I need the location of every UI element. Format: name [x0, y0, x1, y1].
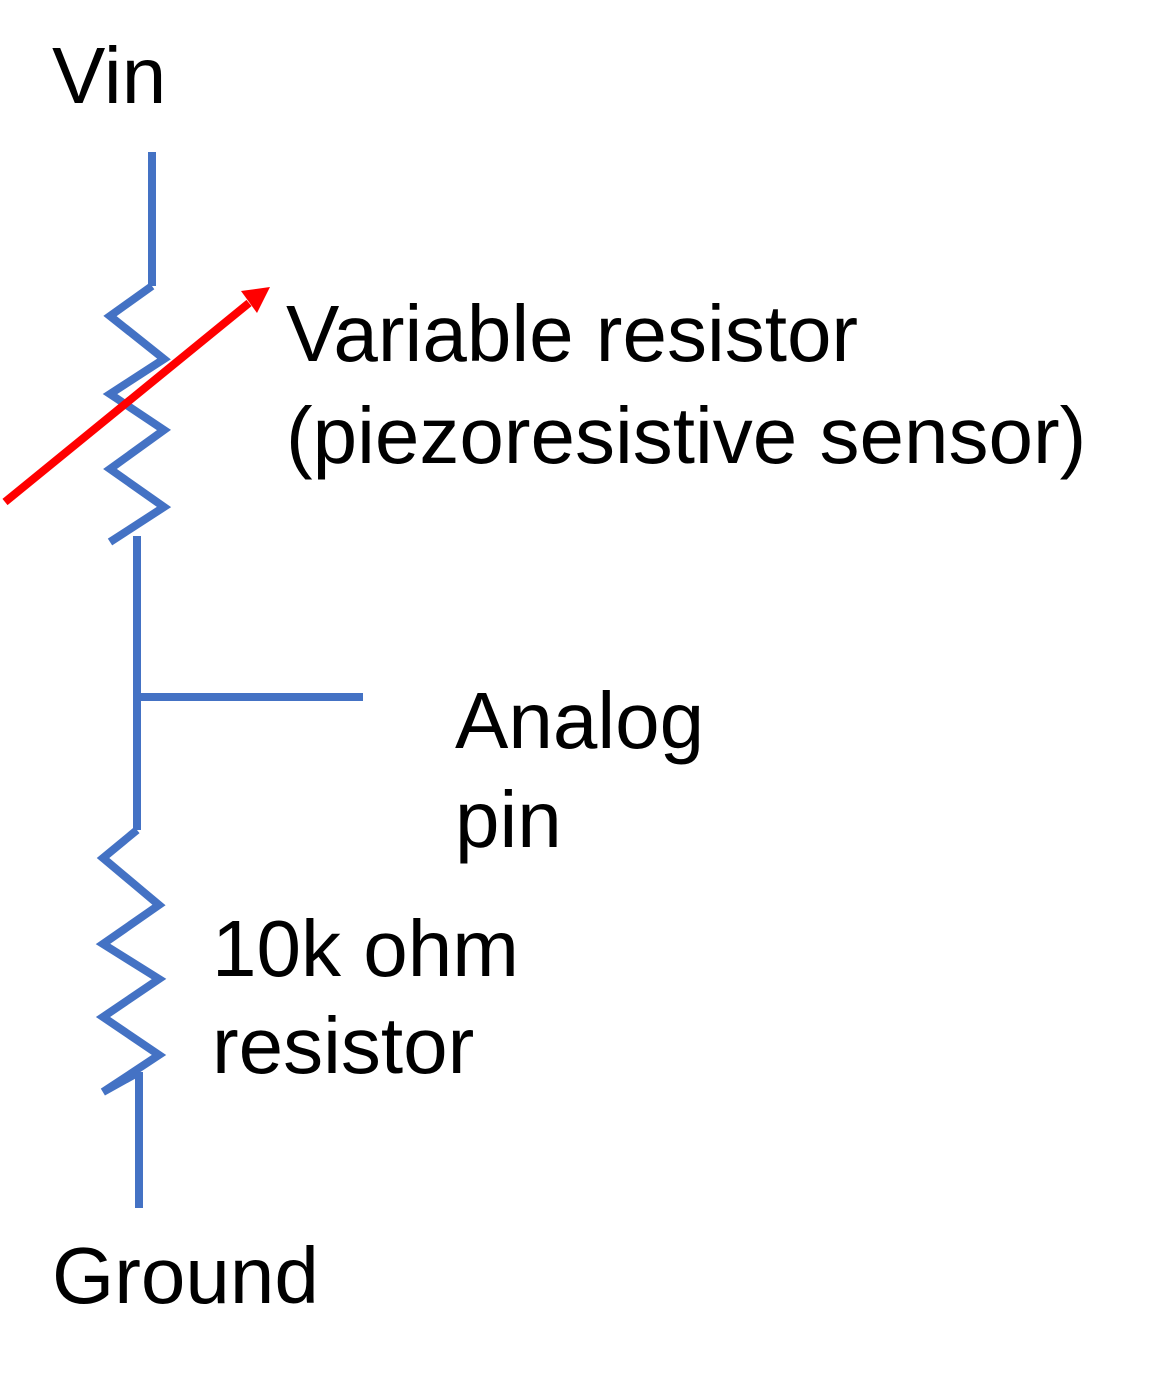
variable-arrow-shaft: [2, 299, 252, 506]
variable-resistor-label: Variable resistor: [286, 289, 858, 378]
fixed-resistor-zigzag: [95, 826, 167, 1096]
variable-arrow-head: [241, 287, 270, 313]
variable-resistor-sublabel: (piezoresistive sensor): [286, 391, 1086, 480]
variable-arrow-icon: [2, 287, 270, 506]
vin-label: Vin: [52, 31, 166, 120]
ground-label: Ground: [52, 1231, 319, 1320]
fixed-resistor-label: 10k ohm: [212, 904, 519, 993]
analog-pin-label: Analog: [455, 676, 704, 765]
analog-pin-sublabel: pin: [455, 775, 562, 864]
variable-resistor-zigzag: [102, 282, 172, 546]
fixed-resistor-sublabel: resistor: [212, 1001, 474, 1090]
